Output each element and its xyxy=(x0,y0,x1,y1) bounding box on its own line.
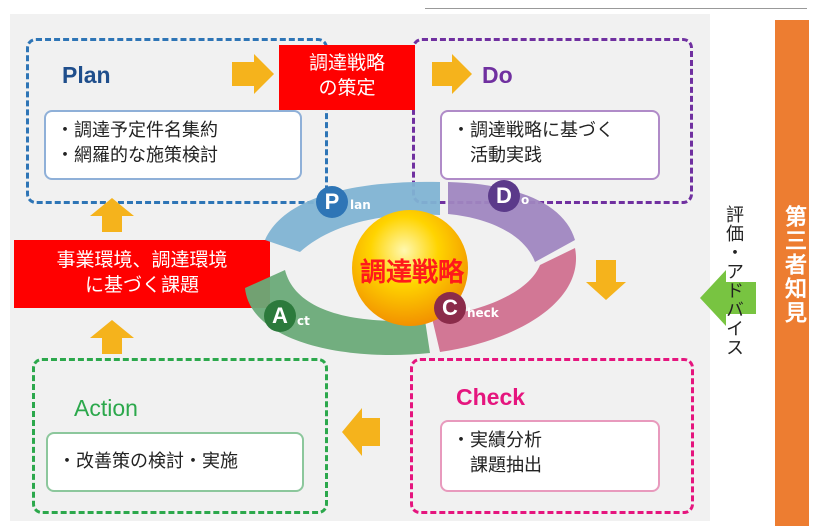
check-item: ・実績分析 xyxy=(452,430,542,451)
check-item: 課題抽出 xyxy=(452,455,542,476)
arrow-down-icon xyxy=(586,260,626,300)
third-party-label: 第三者知見 xyxy=(781,205,806,325)
act-ball-letter: A xyxy=(272,303,288,328)
evaluation-label: 評価・アドバイス xyxy=(723,205,744,357)
do-title: Do xyxy=(482,62,513,88)
check-ball-letter: C xyxy=(442,295,458,320)
action-item: ・改善策の検討・実施 xyxy=(58,451,238,472)
arrow-left-icon xyxy=(700,270,756,326)
check-title: Check xyxy=(456,384,526,410)
strategy-line: 調達戦略 xyxy=(308,52,385,74)
arrow-up-icon xyxy=(90,198,134,232)
action-box xyxy=(32,358,328,514)
arrow-up-icon xyxy=(90,320,134,354)
arrow-right-icon xyxy=(232,54,274,94)
do-box xyxy=(412,38,693,204)
check-arc xyxy=(432,248,577,352)
plan-title: Plan xyxy=(62,62,111,88)
plan-box xyxy=(26,38,328,204)
issues-box: 事業環境、調達環境 に基づく課題 xyxy=(14,240,270,308)
action-items: ・改善策の検討・実施 xyxy=(46,432,304,492)
check-ball: C xyxy=(434,292,466,324)
center-label: 調達戦略 xyxy=(359,258,464,288)
action-title: Action xyxy=(74,395,138,421)
do-item: 活動実践 xyxy=(452,145,542,166)
arrow-right-icon xyxy=(432,54,472,94)
act-ball-sub: ct xyxy=(297,314,310,328)
do-item: ・調達戦略に基づく xyxy=(452,120,614,141)
do-arc xyxy=(448,182,575,262)
do-ball-letter: D xyxy=(496,183,512,208)
strategy-line: の策定 xyxy=(318,77,376,99)
strategy-box: 調達戦略 の策定 xyxy=(279,45,415,110)
check-items: ・実績分析 課題抽出 xyxy=(440,420,660,492)
plan-ball: P xyxy=(316,186,348,218)
plan-ball-sub: lan xyxy=(350,198,371,212)
plan-ball-letter: P xyxy=(324,189,340,214)
top-rule xyxy=(425,8,807,9)
plan-item: ・調達予定件名集約 xyxy=(56,120,218,141)
issues-line: 事業環境、調達環境 xyxy=(56,249,228,271)
act-ball: A xyxy=(264,300,296,332)
plan-items: ・調達予定件名集約 ・網羅的な施策検討 xyxy=(44,110,302,180)
check-box xyxy=(410,358,694,514)
act-arc xyxy=(245,270,430,355)
third-party-bar xyxy=(775,20,809,526)
do-ball: D xyxy=(488,180,520,212)
plan-arc xyxy=(265,181,440,252)
issues-line: に基づく課題 xyxy=(84,274,199,296)
do-ball-sub: o xyxy=(521,193,530,207)
arrow-left-icon xyxy=(342,408,380,456)
check-ball-sub: heck xyxy=(467,306,499,320)
plan-item: ・網羅的な施策検討 xyxy=(56,145,218,166)
do-items: ・調達戦略に基づく 活動実践 xyxy=(440,110,660,180)
